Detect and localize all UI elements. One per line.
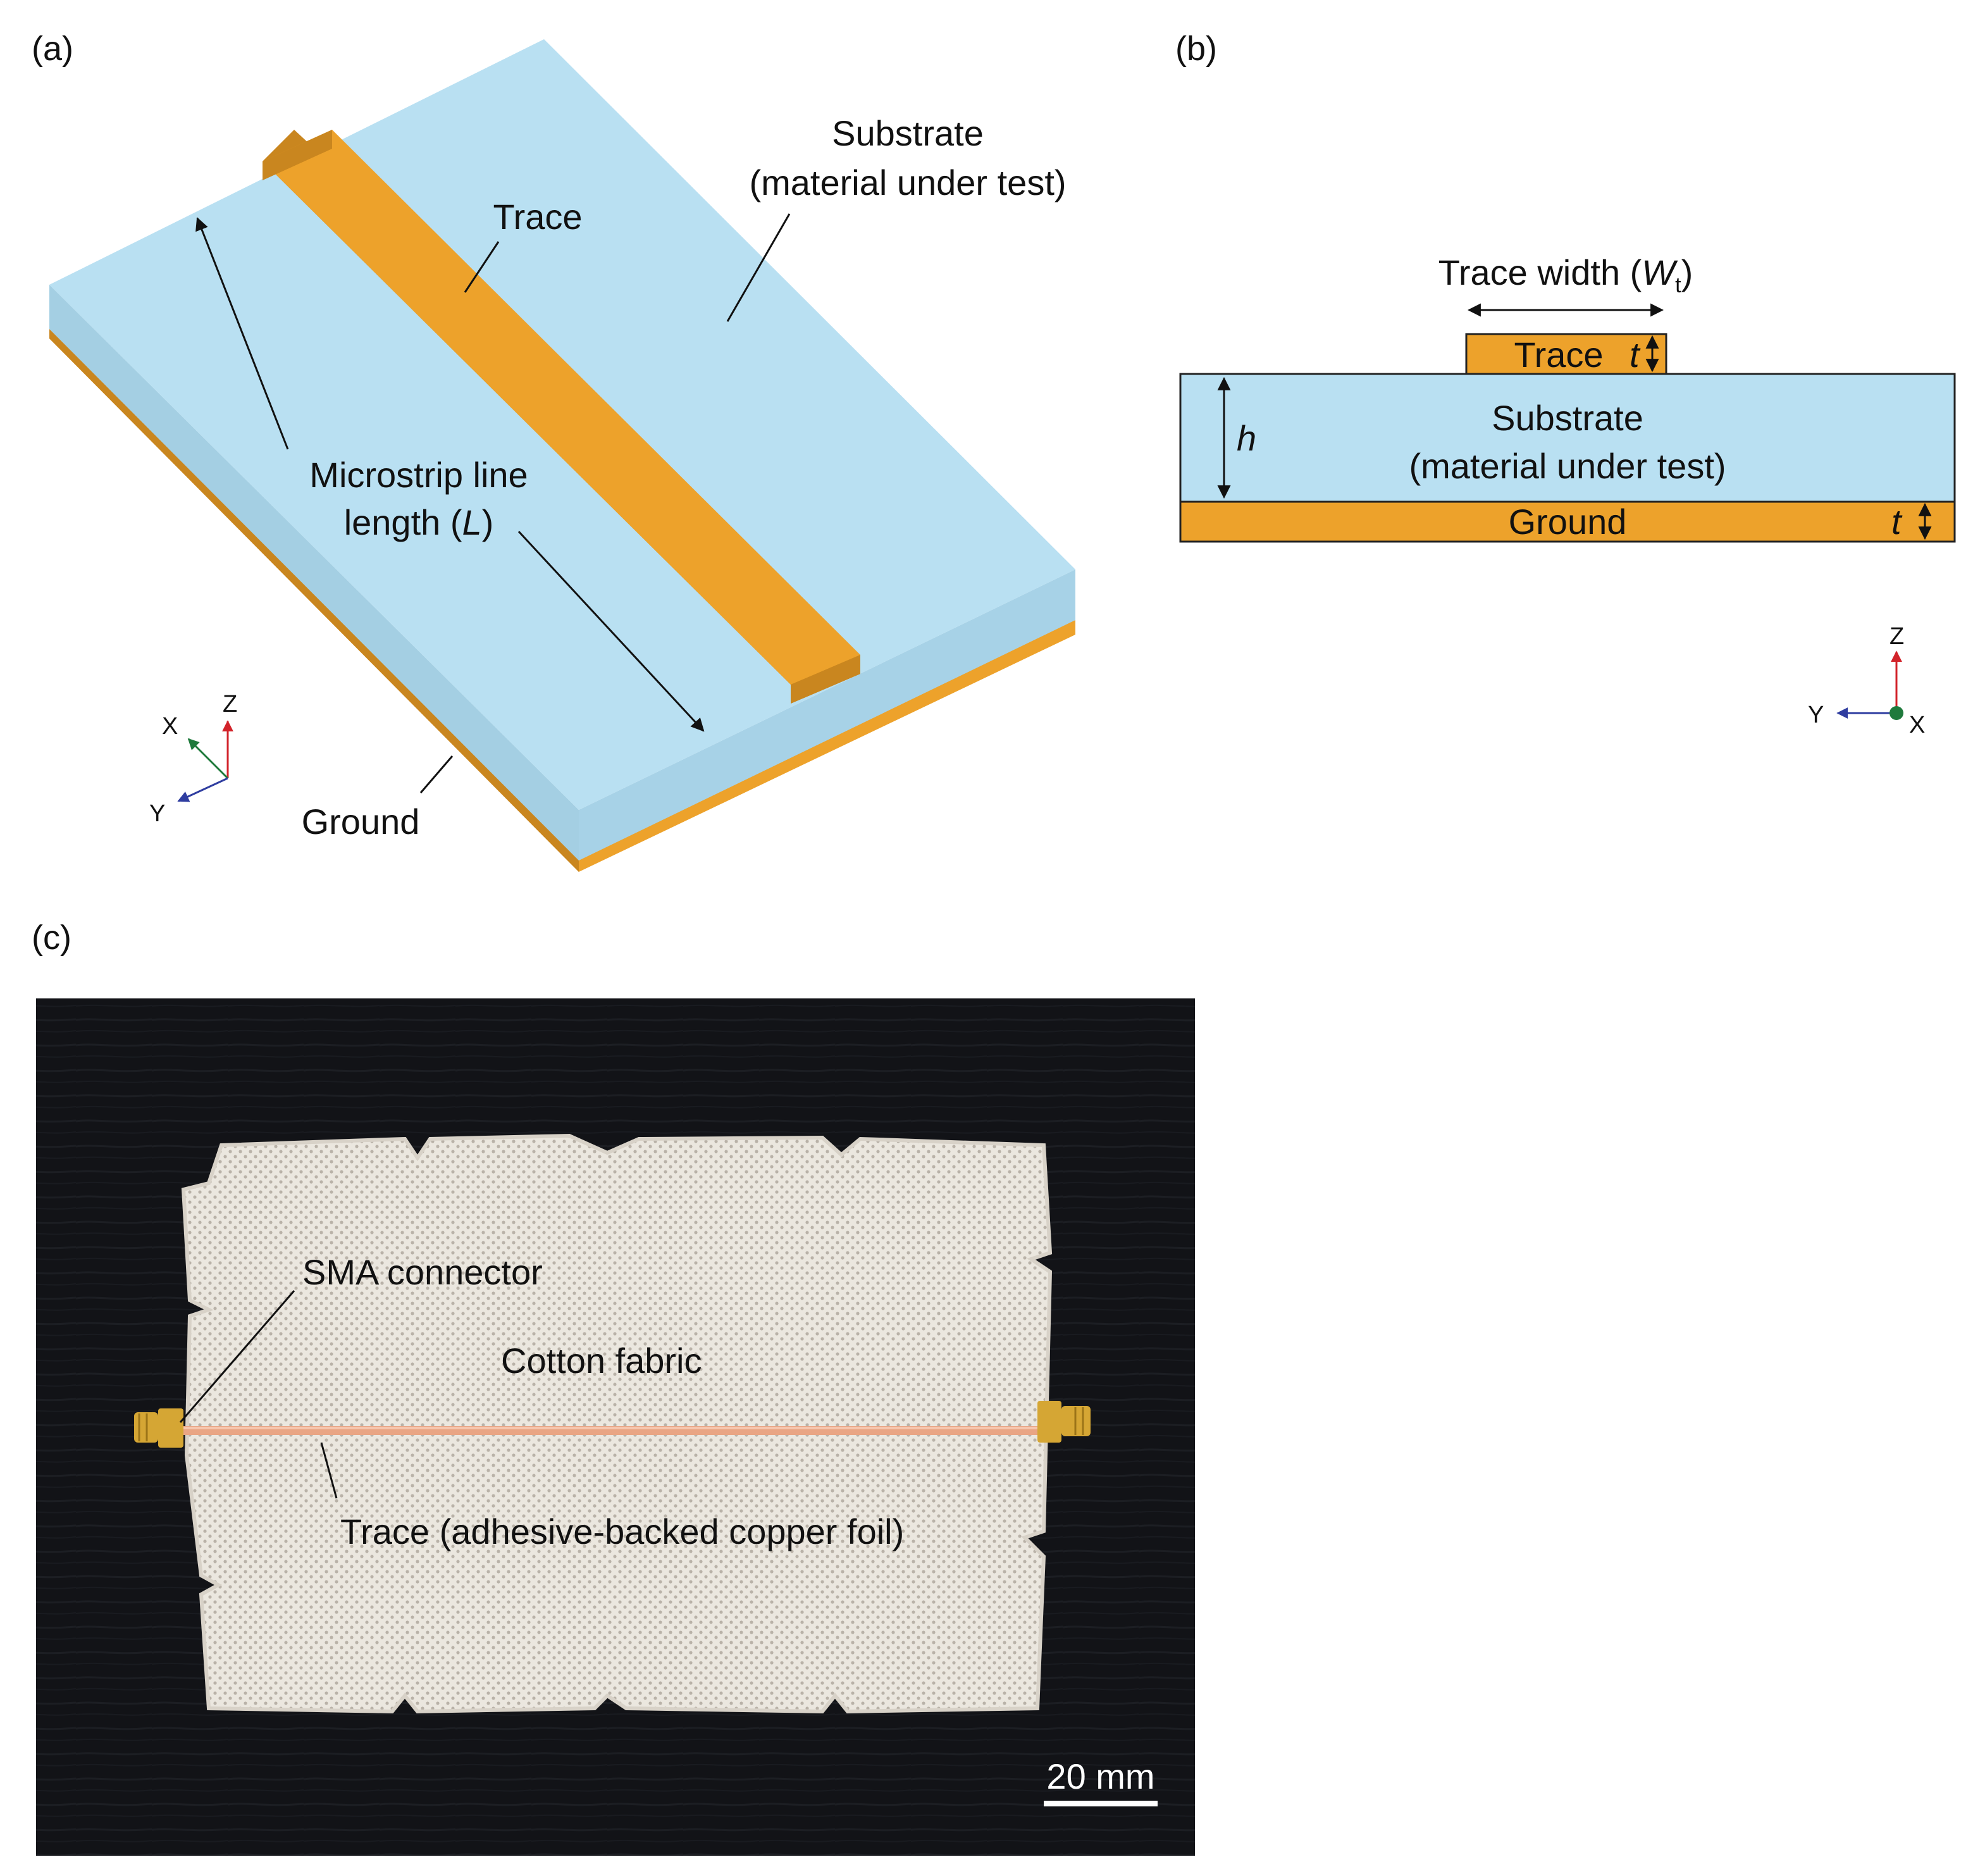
substrate-label-line1: Substrate: [832, 113, 984, 153]
scale-bar-label: 20 mm: [1046, 1756, 1154, 1796]
trace-leader: [464, 241, 500, 293]
axis-y-label-a: Y: [149, 800, 165, 827]
connector-leader: [179, 1290, 295, 1423]
trace-label-b: Trace: [1514, 335, 1603, 375]
panel-a-label: (a): [32, 30, 73, 68]
panel-b-cross-section: (b) Trace width (Wt) Trace t h Substrate…: [1175, 30, 1956, 738]
sma-connector-left: [134, 1408, 183, 1448]
ground-cross-section: [1179, 500, 1956, 543]
axis-triad-b: Z Y X: [1808, 623, 1925, 738]
substrate-leader: [726, 213, 791, 322]
trace-label: Trace: [493, 197, 582, 237]
length-arrow-lower: [517, 530, 705, 732]
substrate-label-line2: (material under test): [749, 163, 1066, 202]
ground-label: Ground: [302, 802, 420, 842]
panel-c-photograph: (c) SMA connector Cotton fabric Trace (a…: [32, 919, 1195, 1856]
trace-strip: [263, 130, 860, 704]
panel-c-label: (c): [32, 919, 71, 957]
axis-z-label-b: Z: [1890, 623, 1904, 650]
sma-connector-label: SMA connector: [302, 1252, 543, 1292]
length-label-line1: Microstrip line: [309, 455, 528, 495]
substrate-label-b-line1: Substrate: [1492, 398, 1643, 438]
length-label-line2: length (L): [344, 502, 494, 542]
cotton-fabric-sample: [181, 1133, 1053, 1714]
length-arrow-upper: [195, 217, 289, 450]
axis-y-label-b: Y: [1808, 702, 1824, 728]
ground-label-b: Ground: [1509, 502, 1627, 542]
axis-x-label-a: X: [162, 713, 178, 740]
scale-bar: 20 mm: [1044, 1756, 1158, 1806]
trace-foil-label: Trace (adhesive-backed copper foil): [340, 1512, 904, 1551]
trace-leader-c: [320, 1442, 338, 1499]
cotton-fabric-label: Cotton fabric: [501, 1341, 702, 1381]
panel-a-isometric-view: (a) Substrate (material under test) Trac…: [32, 30, 1075, 872]
trace-thickness-symbol: t: [1630, 335, 1641, 375]
substrate-label-b-line2: (material under test): [1409, 446, 1726, 486]
panel-b-label: (b): [1175, 30, 1217, 68]
substrate-cross-section: [1179, 373, 1956, 503]
trace-cross-section: [1465, 333, 1667, 375]
axis-x-label-b: X: [1909, 712, 1925, 738]
ground-leader: [419, 755, 454, 793]
ground-thickness-symbol: t: [1891, 502, 1903, 542]
axis-triad-a: Z X Y: [149, 691, 237, 827]
height-symbol: h: [1237, 418, 1256, 458]
trace-width-label: Trace width (Wt): [1438, 252, 1693, 297]
axis-z-label-a: Z: [223, 691, 237, 717]
sma-connector-right: [1037, 1401, 1091, 1443]
